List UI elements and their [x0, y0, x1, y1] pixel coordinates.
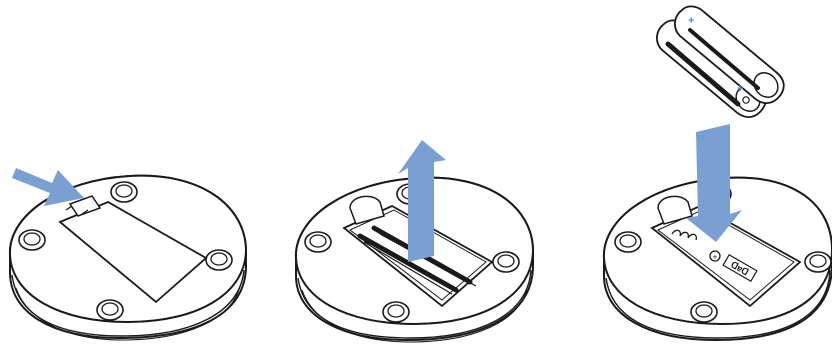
- foot-pad: [97, 300, 123, 320]
- panel-3-insert-batteries: + ᗡɐᗡ + +: [604, 6, 832, 340]
- aaa-batteries: + +: [657, 6, 784, 117]
- foot-pad: [111, 182, 137, 202]
- foot-pad: [19, 230, 45, 250]
- panel-1-press-latch: [10, 168, 246, 340]
- panel-2-lift-cover: [296, 140, 533, 342]
- battery-plus-mark: +: [737, 83, 743, 95]
- foot-pad: [615, 232, 641, 252]
- foot-pad: [383, 302, 409, 322]
- foot-pad: [805, 252, 831, 272]
- foot-pad: [691, 302, 717, 322]
- battery-plus-mark: +: [688, 15, 694, 27]
- plus-mark: +: [713, 253, 718, 262]
- foot-pad: [206, 250, 232, 270]
- foot-pad: [493, 252, 519, 272]
- foot-pad: [305, 232, 331, 252]
